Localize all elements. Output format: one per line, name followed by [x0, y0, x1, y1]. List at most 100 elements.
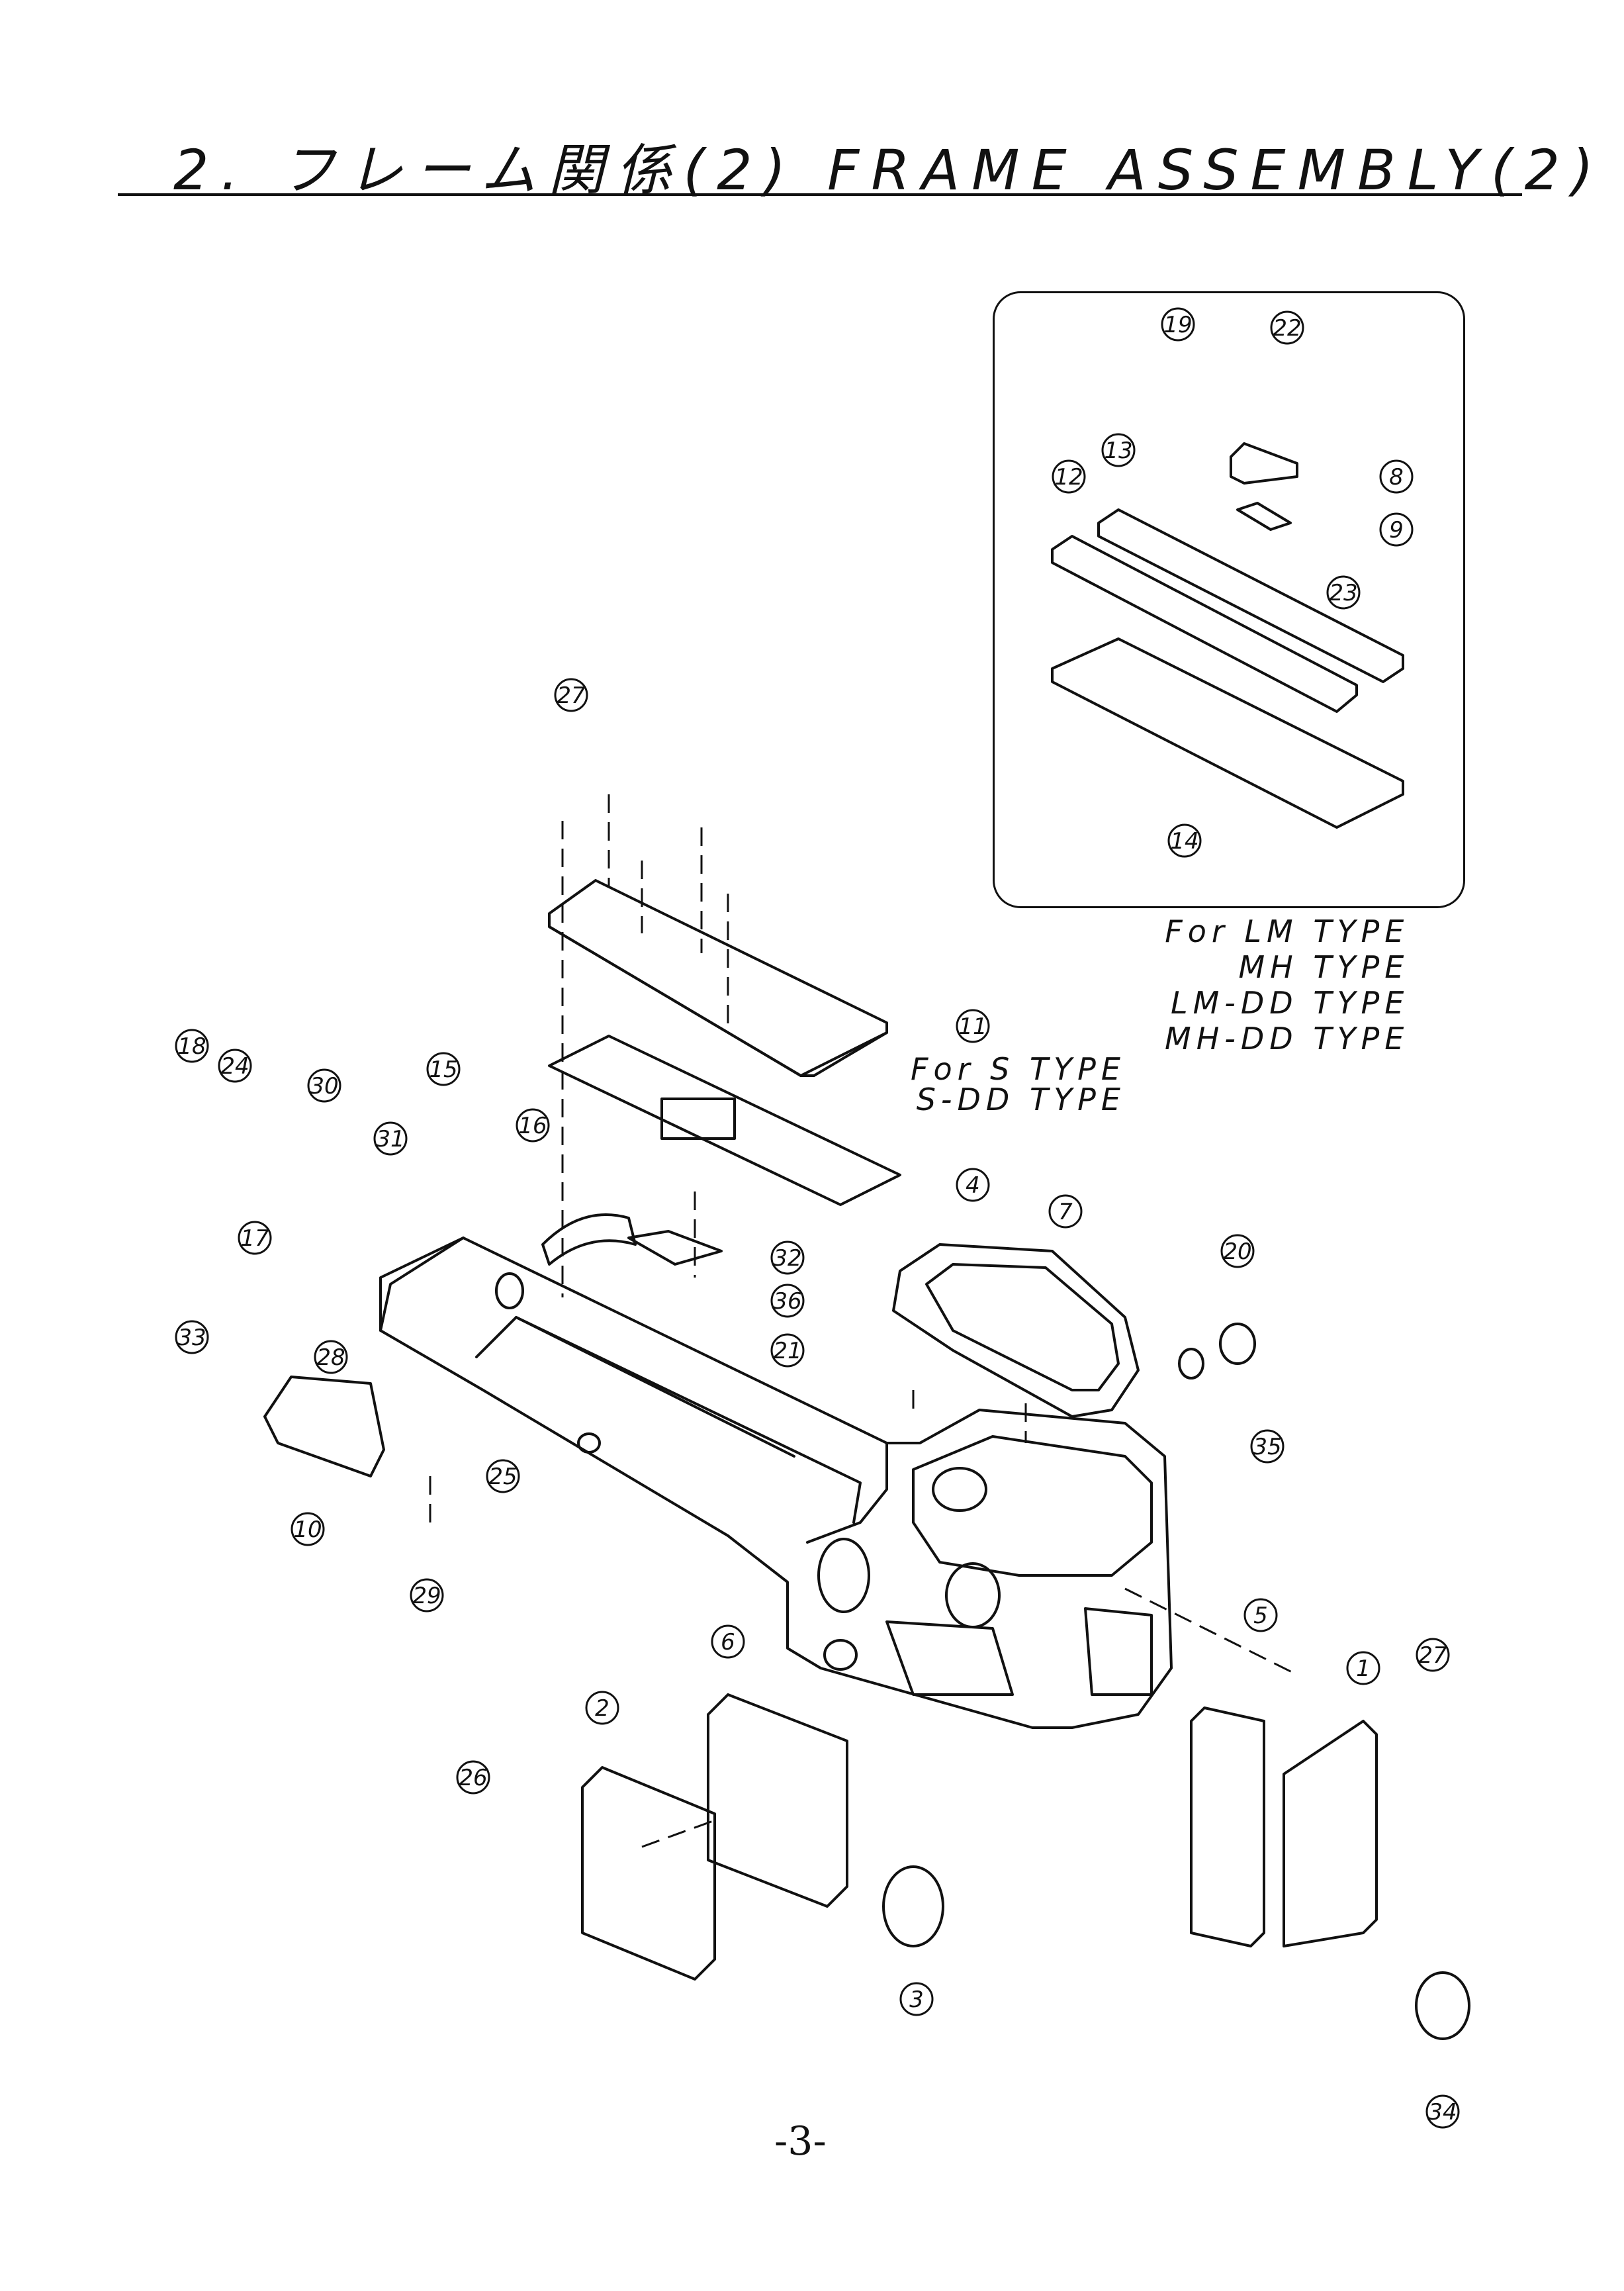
callout-30: 30: [307, 1068, 341, 1103]
callout-number: 16: [518, 1113, 547, 1139]
callout-27: 27: [554, 678, 588, 712]
callout-5: 5: [1243, 1598, 1278, 1632]
callout-circle: [770, 1333, 805, 1368]
inset-panel-lm-mh: [993, 291, 1465, 908]
part-32-plate: [627, 1230, 723, 1266]
note-line: For S TYPE: [911, 1051, 1126, 1087]
frame-hole: [823, 1639, 858, 1671]
part-12-plate: [1051, 535, 1358, 713]
callout-circle: [1425, 2094, 1460, 2129]
callout-22: 22: [1270, 310, 1304, 345]
part-5-gasket: [1190, 1707, 1265, 1947]
callout-1: 1: [1346, 1651, 1380, 1685]
page-title: 2. フレーム関係(2) FRAME ASSEMBLY(2): [173, 138, 1605, 203]
part-3-cap: [882, 1865, 944, 1947]
part-6-gasket: [707, 1693, 848, 1908]
part-14-plate: [1051, 637, 1404, 829]
callout-14: 14: [1167, 823, 1202, 858]
callout-number: 32: [773, 1245, 801, 1272]
callout-32: 32: [770, 1240, 805, 1275]
callout-21: 21: [770, 1333, 805, 1368]
part-4-gasket: [548, 1035, 901, 1206]
frame-hole: [495, 1272, 524, 1309]
callout-number: 30: [310, 1073, 338, 1099]
callout-number: 12: [1054, 464, 1083, 491]
note-line: MH TYPE: [1238, 949, 1410, 985]
part-10-plate: [263, 1376, 385, 1477]
callout-number: 3: [909, 1987, 924, 2013]
part-1-cover: [1283, 1720, 1378, 1947]
callout-circle: [1243, 1598, 1278, 1632]
frame-hole: [817, 1538, 870, 1613]
part-11-cover: [548, 879, 888, 1077]
callout-number: 11: [958, 1013, 987, 1040]
part-35-washer: [1178, 1348, 1204, 1379]
callout-circle: [1250, 1429, 1285, 1464]
frame-hole: [577, 1432, 601, 1454]
part-callouts: 1234567891011121314151617181920212223242…: [175, 307, 1460, 2129]
callout-circle: [1161, 307, 1195, 342]
note-line: For LM TYPE: [1165, 913, 1410, 949]
callout-number: 2: [595, 1695, 609, 1722]
callout-circle: [516, 1108, 550, 1143]
part-8-block: [1230, 442, 1298, 485]
callout-number: 8: [1389, 464, 1404, 491]
callout-circle: [291, 1512, 325, 1546]
callout-number: 33: [177, 1325, 206, 1351]
callout-4: 4: [956, 1168, 990, 1202]
callout-number: 10: [293, 1517, 322, 1543]
callout-8: 8: [1379, 459, 1414, 494]
callout-25: 25: [486, 1459, 520, 1493]
callout-number: 31: [376, 1126, 404, 1152]
callout-11: 11: [956, 1009, 990, 1043]
callout-12: 12: [1052, 459, 1086, 494]
callout-20: 20: [1220, 1234, 1255, 1268]
callout-35: 35: [1250, 1429, 1285, 1464]
callout-15: 15: [426, 1052, 461, 1086]
callout-6: 6: [711, 1624, 745, 1659]
callout-31: 31: [373, 1121, 408, 1156]
callout-9: 9: [1379, 512, 1414, 547]
callout-circle: [585, 1691, 619, 1725]
callout-34: 34: [1425, 2094, 1460, 2129]
callout-24: 24: [218, 1049, 252, 1083]
callout-10: 10: [291, 1512, 325, 1546]
frame-hole: [945, 1562, 1001, 1628]
callout-circle: [1167, 823, 1202, 858]
callout-16: 16: [516, 1108, 550, 1143]
note-lm-mh-types: For LM TYPE MH TYPE LM-DD TYPE MH-DD TYP…: [1165, 913, 1409, 1056]
callout-circle: [175, 1029, 209, 1063]
callout-circle: [1052, 459, 1086, 494]
callout-number: 21: [773, 1338, 801, 1364]
callout-36: 36: [770, 1284, 805, 1318]
callout-number: 35: [1253, 1434, 1281, 1460]
callout-27: 27: [1416, 1638, 1450, 1672]
title-underline: [118, 193, 1522, 196]
part-16-bracket: [541, 1213, 637, 1266]
part-drawings: [263, 442, 1470, 2040]
callout-number: 7: [1058, 1199, 1073, 1225]
callout-circle: [373, 1121, 408, 1156]
note-s-types: For S TYPE S-DD TYPE: [911, 1054, 1126, 1115]
callout-number: 14: [1170, 828, 1198, 855]
callout-number: 1: [1356, 1656, 1371, 1682]
callout-circle: [1379, 512, 1414, 547]
callout-circle: [770, 1284, 805, 1318]
callout-13: 13: [1101, 433, 1136, 467]
callout-circle: [456, 1760, 490, 1795]
callout-number: 27: [557, 682, 586, 709]
callout-number: 24: [220, 1053, 249, 1080]
callout-circle: [175, 1320, 209, 1354]
callout-number: 29: [412, 1583, 441, 1609]
callout-number: 13: [1104, 438, 1132, 464]
page-number: -3-: [774, 2118, 827, 2165]
callout-2: 2: [585, 1691, 619, 1725]
callout-26: 26: [456, 1760, 490, 1795]
callout-number: 4: [966, 1172, 980, 1199]
callout-circle: [956, 1168, 990, 1202]
callout-circle: [1379, 459, 1414, 494]
callout-number: 17: [240, 1225, 269, 1252]
callout-3: 3: [899, 1982, 934, 2016]
callout-circle: [1326, 575, 1361, 610]
